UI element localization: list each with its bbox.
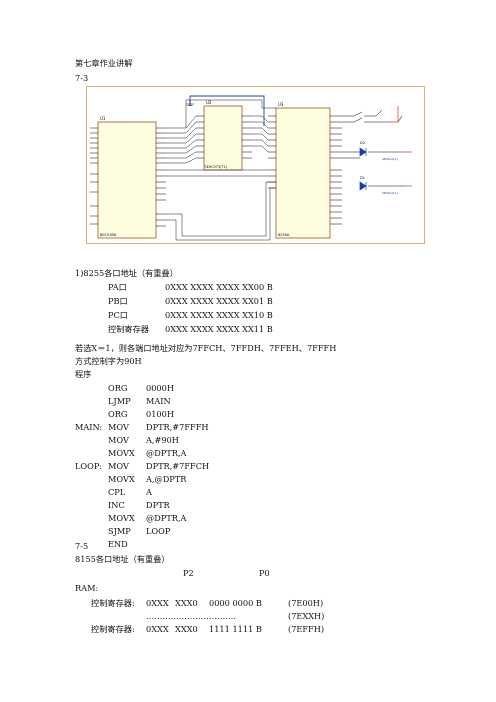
code-operand: @DPTR,A (146, 513, 187, 523)
port-name: PB口 (108, 296, 128, 306)
ram-p2-low: XXX0 (175, 598, 198, 608)
note-control-word: 方式控制字为90H (75, 356, 142, 366)
ram-p0: 0000 0000 B (209, 598, 262, 608)
u1-label: U1 (100, 116, 106, 121)
ram-p2-high: 0XXX (146, 624, 169, 634)
u1-part: 80C51BH (100, 233, 117, 237)
ram-p2-low: XXX0 (175, 624, 198, 634)
ram-p2-high: 0XXX (146, 598, 169, 608)
u3-label: U3 (278, 102, 284, 107)
ram-name: 控制寄存器: (91, 598, 135, 608)
section-7-3: 7-3 (75, 73, 89, 83)
chip-u3 (275, 107, 331, 239)
port-address: 0XXX XXXX XXXX XX01 B (165, 296, 273, 306)
note-port-addresses: 若选X＝1，则各端口地址对应为7FFCH、7FFDH、7FFEH、7FFFH (75, 343, 337, 353)
led-d2 (359, 147, 367, 157)
port-address: 0XXX XXXX XXXX XX10 B (165, 310, 273, 320)
u2-part: 74HC373(T1) (204, 165, 228, 169)
ram-label: RAM: (75, 583, 99, 593)
d1-label: D1 (360, 176, 365, 180)
code-opcode: MOVX (108, 474, 135, 484)
code-opcode: INC (108, 500, 125, 510)
code-operand: @DPTR,A (146, 448, 187, 458)
code-operand: DPTR (146, 500, 170, 510)
code-operand: A,#90H (146, 435, 179, 445)
code-label: LOOP: (75, 461, 102, 471)
code-opcode: MOV (108, 461, 129, 471)
ram-p2-high: …………………………… (146, 611, 237, 621)
page-heading: 第七章作业讲解 (75, 58, 133, 68)
code-operand: 0100H (146, 409, 174, 419)
led-d1 (359, 181, 367, 191)
column-p0: P0 (259, 568, 270, 578)
code-operand: A (146, 487, 152, 497)
code-operand: LOOP (146, 526, 171, 536)
port-address: 0XXX XXXX XXXX XX00 B (165, 282, 273, 292)
res-part-2: SEGD/A(1) (382, 191, 398, 195)
code-opcode: ORG (108, 383, 128, 393)
res-part-1: SEGD/A(1) (382, 157, 398, 161)
code-opcode: END (108, 539, 128, 549)
code-opcode: LJMP (108, 396, 131, 406)
port-name: 控制寄存器 (108, 324, 149, 334)
code-opcode: CPL (108, 487, 126, 497)
port-name: PC口 (108, 310, 128, 320)
ram-hex: (7E00H) (288, 598, 324, 608)
u2-label: U2 (206, 100, 212, 105)
code-opcode: MOVX (108, 513, 135, 523)
code-operand: 0000H (146, 383, 174, 393)
code-operand: DPTR,#7FFCH (146, 461, 210, 471)
ram-hex: (7EFFH) (288, 624, 325, 634)
port-name: PA口 (108, 282, 127, 292)
question-1: 1)8255各口地址（有重叠） (75, 268, 178, 278)
code-opcode: MOV (108, 422, 129, 432)
code-opcode: MOV (108, 435, 129, 445)
port-address: 0XXX XXXX XXXX XX11 B (165, 324, 273, 334)
ram-p0: 1111 1111 B (209, 624, 262, 634)
d2-label: D2 (360, 141, 365, 145)
code-operand: MAIN (146, 396, 171, 406)
program-label: 程序 (75, 369, 92, 379)
chip-u2 (203, 105, 243, 171)
code-operand: DPTR,#7FFFH (146, 422, 209, 432)
section-7-5: 7-5 (75, 541, 89, 551)
chip-u1 (97, 121, 157, 239)
code-label: MAIN: (75, 422, 103, 432)
code-opcode: SJMP (108, 526, 131, 536)
circuit-schematic: U1 80C51BH U2 74HC373(T1) U3 8255A (86, 86, 425, 244)
code-opcode: MOVX (108, 448, 135, 458)
code-operand: A,@DPTR (146, 474, 187, 484)
u3-part: 8255A (278, 233, 290, 237)
question-2: 8155各口地址（有重叠） (75, 554, 170, 564)
code-opcode: ORG (108, 409, 128, 419)
column-p2: P2 (183, 568, 194, 578)
ram-name: 控制寄存器: (91, 624, 135, 634)
ram-hex: (7EXXH) (288, 611, 325, 621)
